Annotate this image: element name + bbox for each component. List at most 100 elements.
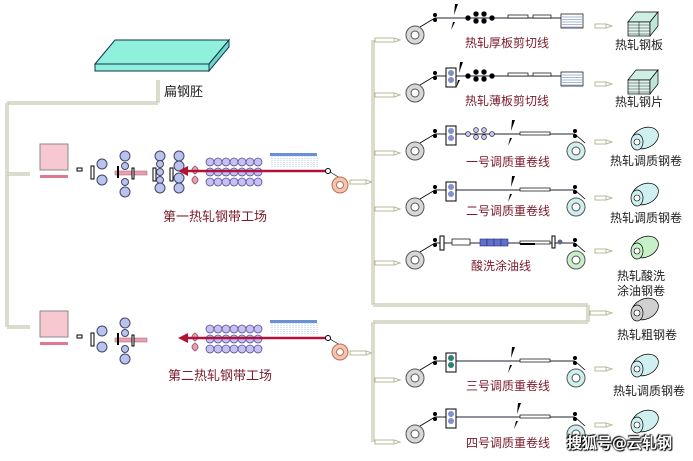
- pinch-roll: [573, 238, 577, 242]
- pinch-roll: [573, 129, 577, 133]
- roughing-roll: [119, 317, 131, 329]
- uncoiler-coil-core: [410, 429, 420, 439]
- connector-shaft: [594, 422, 607, 428]
- pinch-roll: [433, 361, 437, 365]
- straightener-roll: [481, 134, 487, 140]
- work-roll: [96, 158, 108, 170]
- steel-sheet-stack-icon: [627, 69, 659, 95]
- connector-shaft: [594, 23, 607, 29]
- connector-tip: [605, 195, 614, 201]
- roughing-roll: [121, 329, 129, 337]
- finishing-stand-roll: [205, 344, 215, 354]
- pinch-roll: [573, 361, 577, 365]
- roughing-roll: [121, 162, 129, 170]
- inspection-table: [519, 187, 551, 192]
- strip: [419, 360, 436, 371]
- flying-shear-icon: [514, 421, 518, 429]
- connector-shaft: [594, 195, 607, 201]
- tempered-coil-icon: [630, 409, 659, 434]
- edger-icon: [152, 167, 157, 182]
- strip: [575, 190, 586, 200]
- recoiler-coil-core: [571, 429, 581, 439]
- flying-shear-icon: [454, 4, 458, 15]
- process-line-4: [405, 176, 659, 217]
- conveyor: [532, 72, 552, 77]
- oiler-icon: [551, 235, 556, 249]
- pickled-oiled-coil-icon: [630, 235, 659, 260]
- straightener-roll: [473, 127, 479, 133]
- pinch-roll: [573, 412, 577, 416]
- connector-shaft: [374, 150, 395, 156]
- uncoiler-coil-core: [410, 88, 420, 98]
- pinch-roll: [573, 243, 577, 247]
- watermark: 搜狐号@云轧钢: [567, 434, 673, 452]
- connector-shaft: [374, 439, 395, 445]
- product-arrow: [594, 139, 614, 145]
- connector-shaft: [374, 92, 395, 98]
- finishing-stand-roll: [253, 324, 263, 334]
- pinch-roll: [433, 412, 437, 416]
- finishing-stand-roll: [205, 324, 215, 334]
- leveler-roll: [448, 411, 454, 417]
- pinch-roll: [433, 417, 437, 421]
- connector-tip: [605, 366, 614, 372]
- mill-2-label: 第二热轧钢带工场: [168, 369, 273, 384]
- piler-icon: [560, 71, 584, 87]
- pinch-roll: [433, 185, 437, 189]
- line-4-label: 二号调质重卷线: [466, 204, 551, 218]
- connector-tip: [393, 377, 402, 383]
- line-8-label: 四号调质重卷线: [466, 436, 551, 450]
- furnace-icon: [39, 143, 69, 171]
- product-1-label: 热轧钢板: [615, 38, 664, 52]
- process-line-3: [405, 120, 659, 161]
- coil-eye: [633, 194, 641, 202]
- uncoiler-coil-core: [410, 255, 420, 265]
- straightener-roll: [465, 131, 471, 137]
- mill-1: [39, 143, 349, 198]
- line-5-label: 酸洗涂油线: [471, 259, 532, 273]
- furnace-base: [40, 175, 68, 178]
- line-in-8: [374, 439, 402, 445]
- line-3-label: 一号调质重卷线: [466, 155, 551, 169]
- coil-core: [336, 348, 344, 356]
- laminar-cooling-header: [270, 320, 317, 323]
- connector-tip: [393, 260, 402, 266]
- connector-tip: [605, 248, 614, 254]
- pinch-roll: [433, 356, 437, 360]
- slab-label: 扁钢胚: [164, 85, 204, 100]
- connector-shaft: [374, 206, 395, 212]
- slab-top: [93, 39, 231, 65]
- uncoiler-coil-core: [410, 30, 420, 40]
- process-line-5: [405, 235, 659, 270]
- conveyor: [507, 14, 529, 19]
- connector-shaft: [594, 81, 607, 87]
- connector-shaft: [594, 366, 607, 372]
- product-3-label: 热轧调质钢卷: [610, 154, 683, 168]
- pinch-roll: [433, 129, 437, 133]
- stack-side: [649, 11, 659, 37]
- finishing-stand-roll: [237, 324, 247, 334]
- finishing-stand-roll: [213, 177, 223, 187]
- finishing-stand-roll: [221, 344, 231, 354]
- edger-icon: [90, 165, 95, 180]
- stack-side: [649, 69, 659, 95]
- coil-core: [336, 181, 344, 189]
- finishing-stand-roll: [221, 177, 231, 187]
- product-arrow: [594, 248, 614, 254]
- furnace-base: [40, 342, 68, 345]
- finishing-stand-roll: [205, 157, 215, 167]
- finishing-stand-roll: [221, 157, 231, 167]
- recoiler-coil-core: [571, 202, 581, 212]
- roughing-roll: [119, 186, 131, 198]
- connector-tip: [605, 422, 614, 428]
- recoiler-coil-core: [571, 373, 581, 383]
- work-roll: [96, 325, 108, 337]
- strip: [575, 417, 586, 427]
- straightener-roll: [489, 73, 495, 79]
- finishing-roll: [156, 176, 164, 184]
- finishing-stand-roll: [229, 177, 239, 187]
- straightener-roll: [481, 76, 487, 82]
- pinch-roll: [325, 168, 331, 174]
- finishing-stand-roll: [213, 344, 223, 354]
